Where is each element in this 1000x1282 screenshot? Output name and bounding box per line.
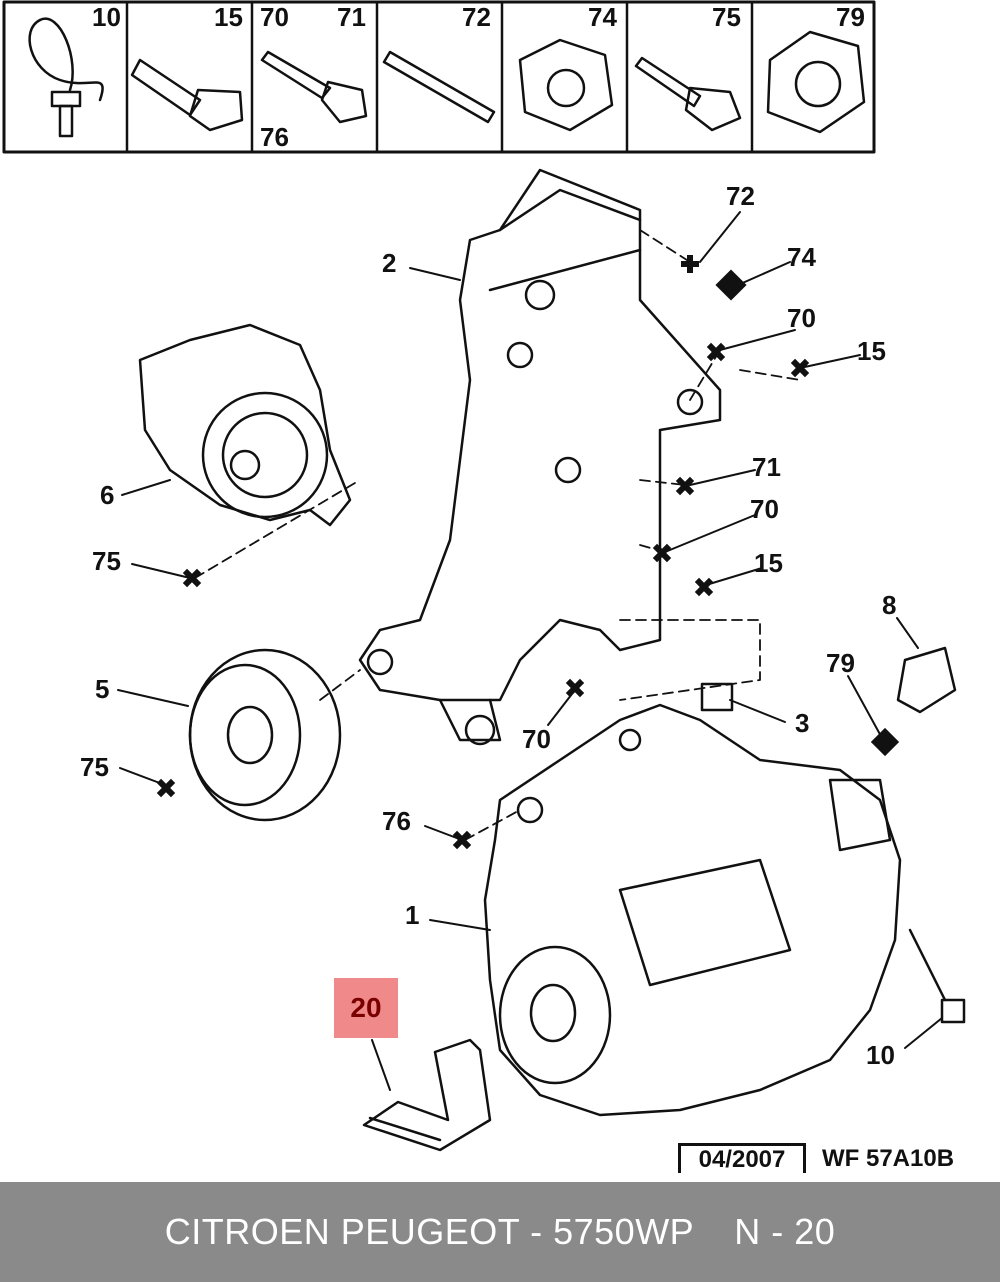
- callout-10: 10: [866, 1040, 895, 1070]
- assembly-lines: [194, 229, 801, 841]
- legend-label-10: 10: [92, 2, 121, 32]
- callout-2: 2: [382, 248, 396, 278]
- highlighted-part-label[interactable]: 20: [334, 978, 398, 1038]
- legend-label-76: 76: [260, 122, 289, 152]
- caption-bar: CITROEN PEUGEOT - 5750WP N - 20: [0, 1182, 1000, 1282]
- callout-76: 76: [382, 806, 411, 836]
- callout-70a: 70: [787, 303, 816, 333]
- nut-icon: [518, 38, 614, 132]
- callout-6: 6: [100, 480, 114, 510]
- marker-71: [675, 476, 695, 496]
- callout-70b: 70: [750, 494, 779, 524]
- callout-5: 5: [95, 674, 109, 704]
- callout-72: 72: [726, 181, 755, 211]
- marker-15a: [790, 358, 810, 378]
- legend-label-74: 74: [588, 2, 617, 32]
- exploded-parts-diagram: 10 15 70 71 76 72 74 75 79 72 74 2 70 15…: [2, 0, 966, 1173]
- marker-79: [870, 727, 900, 757]
- marker-70c: [565, 678, 585, 698]
- legend-label-79: 79: [836, 2, 865, 32]
- lock-nut-icon: [766, 30, 866, 134]
- diagram-drawing: 10 15 70 71 76 72 74 75 79 72 74 2 70 15…: [2, 0, 966, 1152]
- diagram-date: 04/2007: [678, 1143, 806, 1173]
- marker-15b: [694, 577, 714, 597]
- diagram-reference: WF 57A10B: [822, 1145, 955, 1172]
- callout-8: 8: [882, 590, 896, 620]
- legend-label-71: 71: [337, 2, 366, 32]
- screw-icon: [260, 50, 368, 124]
- protective-cap: [896, 646, 957, 714]
- callout-79: 79: [826, 648, 855, 678]
- legend-label-15: 15: [214, 2, 243, 32]
- support-bracket: [358, 168, 722, 746]
- callout-15a: 15: [857, 336, 886, 366]
- caption-position: N - 20: [734, 1211, 836, 1252]
- marker-75b: [156, 778, 176, 798]
- legend-label-70: 70: [260, 2, 289, 32]
- legend-label-72: 72: [462, 2, 491, 32]
- clip-marker: [940, 998, 966, 1024]
- marker-72: [681, 255, 699, 273]
- marker-76: [452, 830, 472, 850]
- callout-74: 74: [787, 242, 816, 272]
- spacer-sleeve: [700, 682, 734, 712]
- callout-3: 3: [795, 708, 809, 738]
- clip-line: [908, 928, 947, 1002]
- marker-70b: [652, 543, 672, 563]
- fastener-markers: [156, 255, 900, 850]
- legend-table: [2, 0, 876, 154]
- callout-71: 71: [752, 452, 781, 482]
- leader-lines: [117, 211, 943, 1091]
- flange-bolt-icon: [634, 56, 742, 132]
- stud-icon: [382, 50, 496, 124]
- legend-label-75: 75: [712, 2, 741, 32]
- callout-75a: 75: [92, 546, 121, 576]
- idler-pulley: [188, 648, 342, 822]
- caption-brand-part: CITROEN PEUGEOT - 5750WP: [164, 1211, 695, 1252]
- bolt-icon: [130, 58, 244, 132]
- highlighted-part-number: 20: [350, 992, 382, 1023]
- callout-70c: 70: [522, 724, 551, 754]
- marker-75a: [182, 568, 202, 588]
- callout-15b: 15: [754, 548, 783, 578]
- belt-tensioner: [138, 323, 352, 527]
- alternator: [483, 703, 902, 1117]
- poly-v-belt: [362, 1038, 492, 1152]
- marker-70a: [706, 342, 726, 362]
- callout-1: 1: [405, 900, 419, 930]
- clip-icon: [28, 17, 104, 138]
- callout-75b: 75: [80, 752, 109, 782]
- marker-74: [715, 269, 747, 301]
